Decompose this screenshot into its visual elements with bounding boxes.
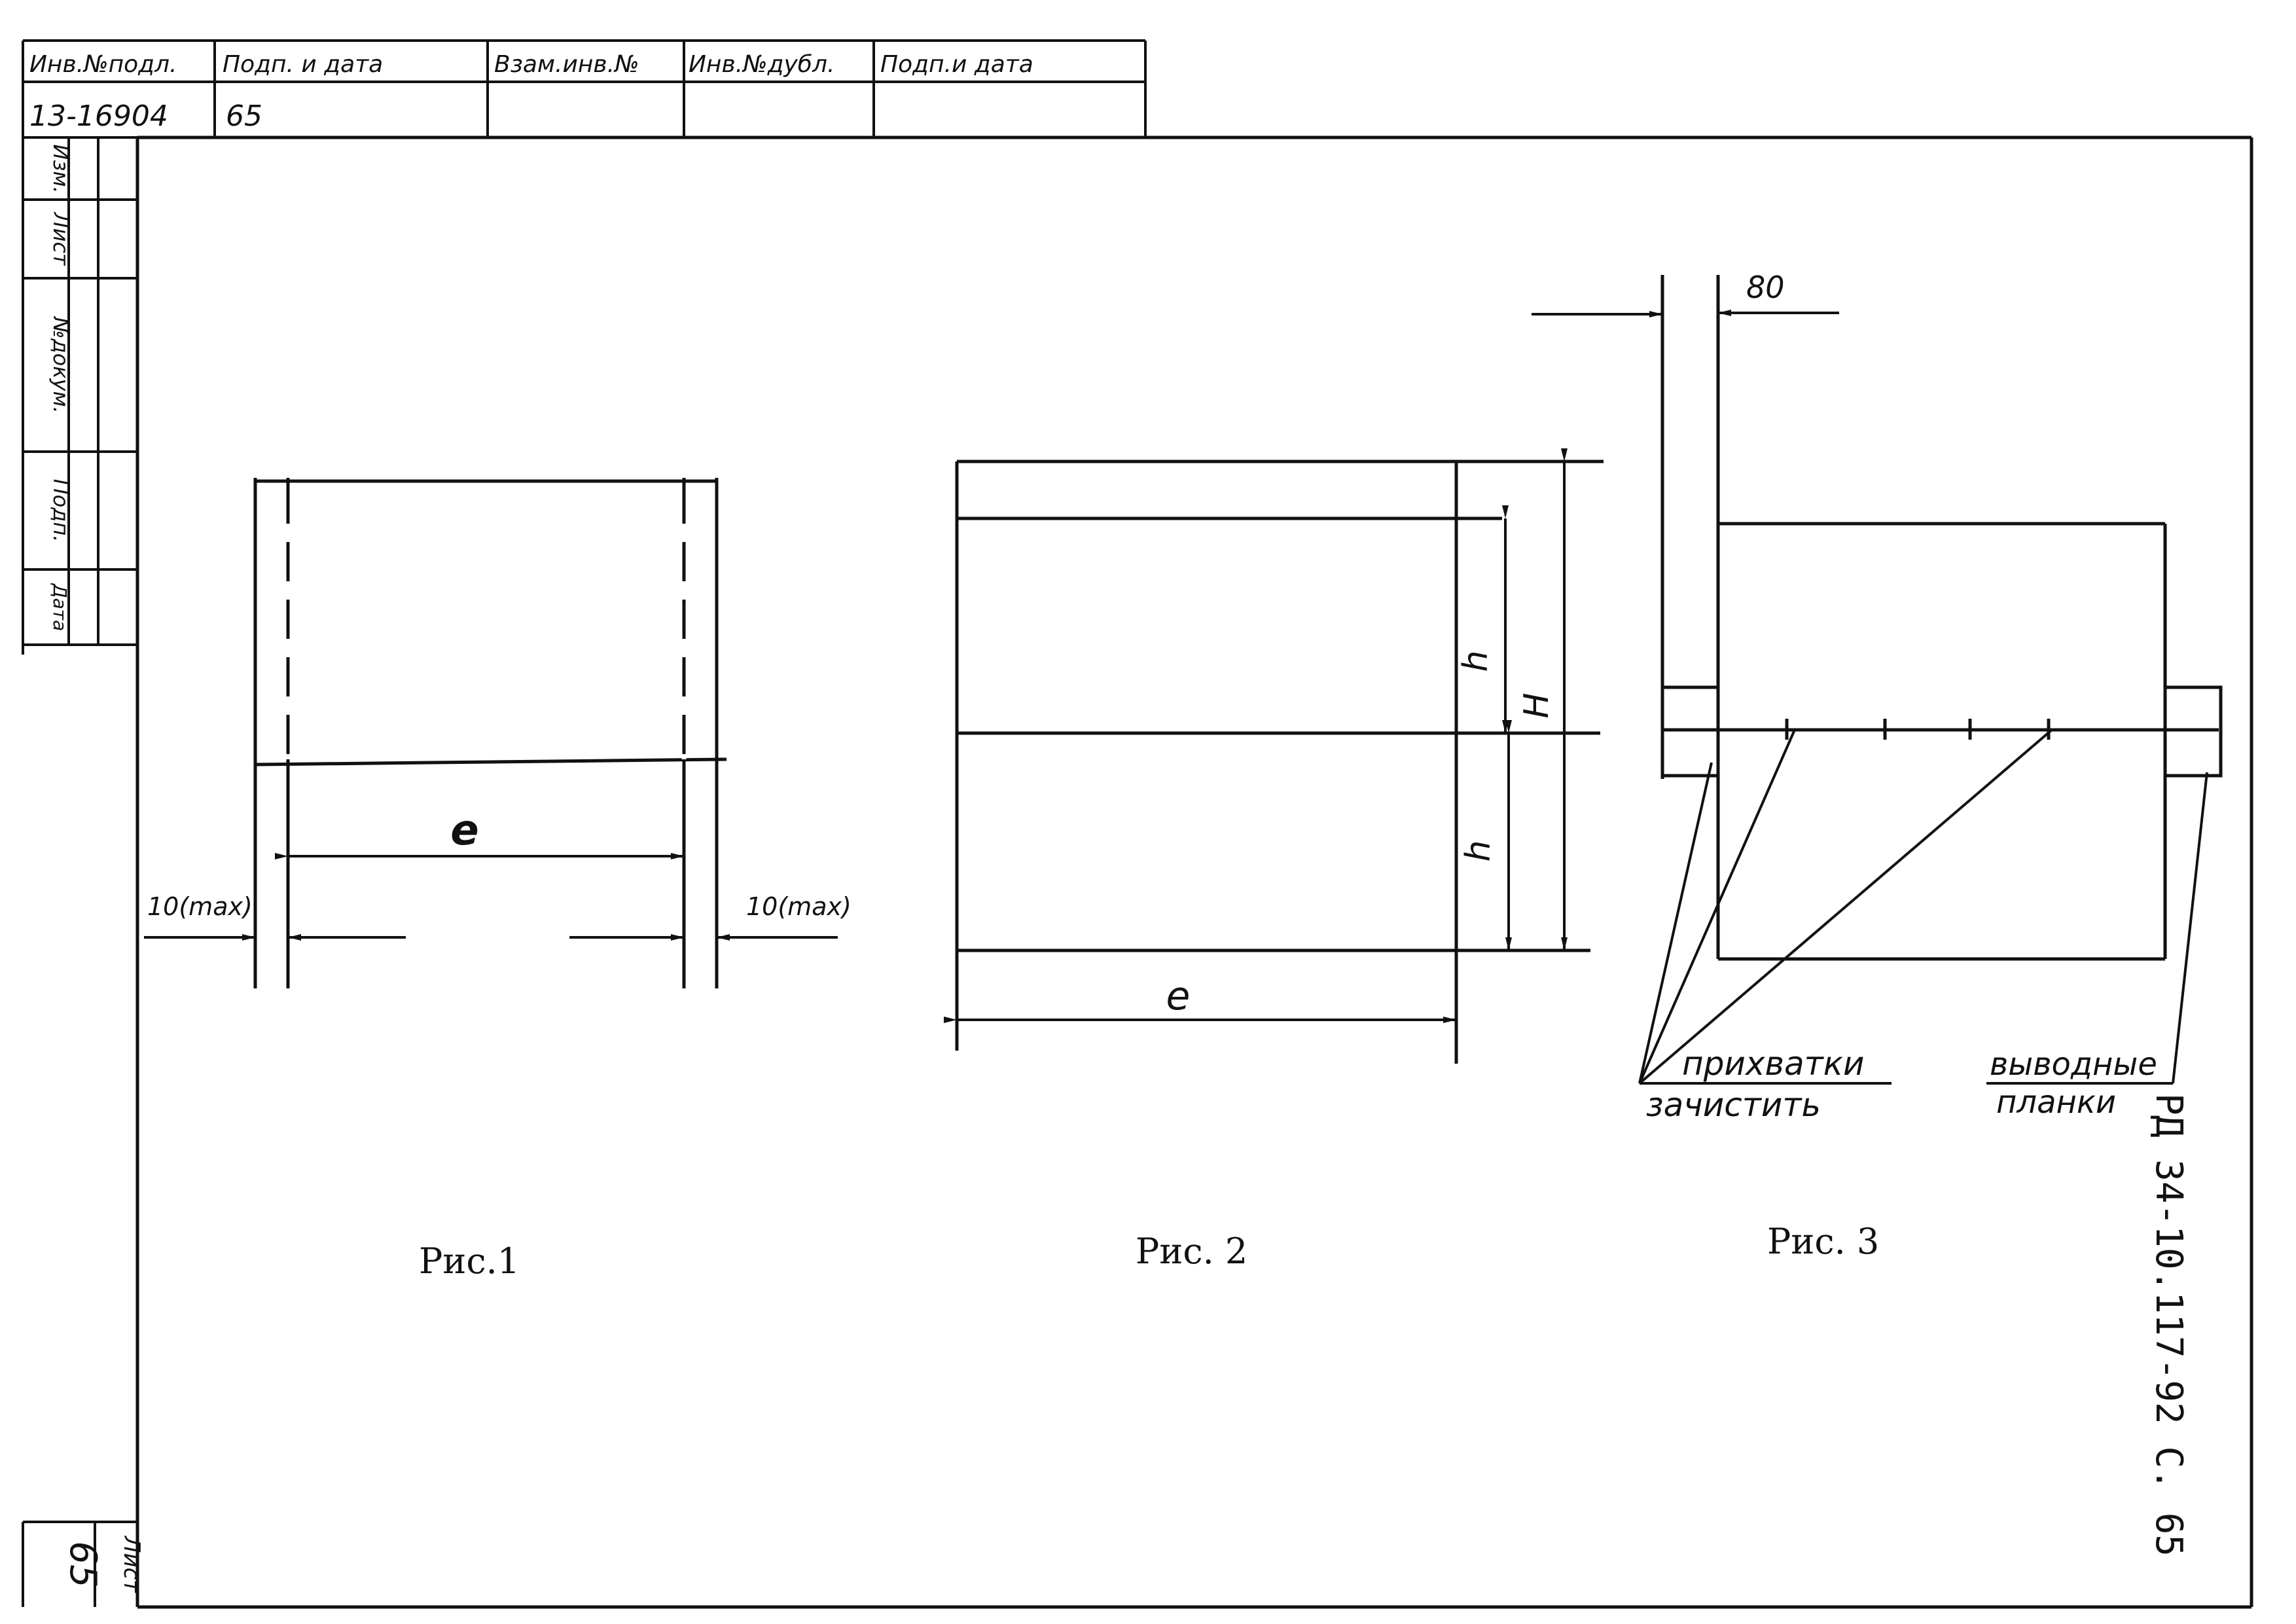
side-block: Изм. Лист №докум. Подп. Дата Лист 65 [22, 137, 145, 1607]
fig3-dim-80-label: 80 [1746, 270, 1785, 305]
side-label-date: Дата [49, 583, 71, 632]
fig3-label-tacks-2: зачистить [1646, 1086, 1821, 1124]
side-label-list: Лист [48, 211, 73, 266]
fig2-dim-H-label: H [1517, 693, 1556, 718]
fig2-caption: Рис. 2 [1136, 1231, 1247, 1272]
fig2-dim-h-top-label: h [1456, 651, 1496, 672]
stamp-header-sign-date: Подп. и дата [223, 51, 383, 78]
fig3-leader-tack-1 [1638, 762, 1713, 1084]
fig2-dim-h-bottom-label: h [1459, 840, 1498, 862]
fig3-caption: Рис. 3 [1767, 1221, 1879, 1262]
side-label-docnum: №докум. [48, 316, 73, 414]
stamp-header-inv-orig: Инв.№подл. [29, 51, 177, 78]
stamp-header-sign-date-2: Подп.и дата [880, 51, 1033, 78]
fig3-label-runoff-1: выводные [1990, 1046, 2157, 1083]
sheet-number: 65 [62, 1541, 104, 1587]
fig3-leader-tack-3 [1638, 729, 2053, 1085]
side-label-izm: Изм. [48, 144, 73, 193]
fig1-dim-right-label: 10(max) [746, 892, 852, 921]
fig3-leader-runoff [2172, 772, 2208, 1084]
fig3-leader-tack-2 [1638, 729, 1796, 1084]
fig3-runoff-left [1660, 685, 1720, 778]
stamp-header-replace: Взам.инв.№ [494, 51, 639, 78]
fig1-dim-e-label: е [450, 806, 478, 855]
stamp-header-dup: Инв.№дубл. [689, 51, 834, 78]
fig3-label-runoff-2: планки [1996, 1084, 2116, 1121]
figure-1: е 10(max) 10(max) Рис.1 [144, 478, 852, 1282]
sheet-label: Лист [118, 1535, 145, 1593]
fig3-runoff-right [2163, 685, 2223, 778]
document-code: РД 34-10.117-92 С. 65 [2147, 1093, 2190, 1557]
figure-2: h h H е Рис. 2 [944, 448, 1604, 1272]
sheet-frame [135, 135, 2253, 1609]
fig1-dim-left-label: 10(max) [147, 892, 253, 921]
stamp-inv-number: 13-16904 [29, 99, 168, 133]
fig3-label-tacks-1: прихватки [1682, 1045, 1864, 1083]
figure-3: 80 прихватки зачистить выводные планки Р… [1532, 270, 2223, 1262]
side-label-sign: Подп. [48, 479, 73, 543]
fig2-dim-e-label: е [1166, 973, 1191, 1019]
stamp-table: Инв.№подл. Подп. и дата Взам.инв.№ Инв.№… [22, 39, 1147, 655]
stamp-sign-value: 65 [226, 99, 262, 133]
fig1-caption: Рис.1 [419, 1240, 520, 1282]
fig1-joint-line [255, 757, 727, 767]
